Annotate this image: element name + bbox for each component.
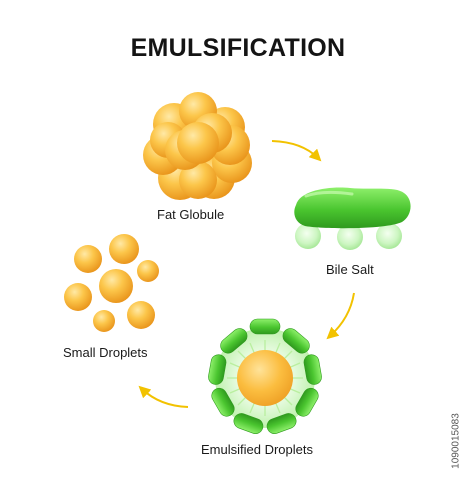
image-id-value: 1090015083 [450, 413, 462, 469]
bile-salt-label: Bile Salt [326, 262, 374, 277]
cycle-arrow-icon [326, 292, 355, 340]
cycle-arrow-icon [138, 385, 189, 408]
small-droplets-label: Small Droplets [63, 345, 148, 360]
emulsified-droplets-label: Emulsified Droplets [201, 442, 313, 457]
image-id-text: 1090015083 [449, 386, 463, 496]
small-droplets-icon [64, 234, 159, 332]
bile-salt-molecule-icon [294, 187, 411, 250]
fat-globule-label: Fat Globule [157, 207, 225, 222]
fat-globule-cluster-icon [143, 92, 252, 200]
page-title: EMULSIFICATION [130, 34, 346, 62]
cycle-arrow-icon [271, 140, 322, 162]
emulsified-droplet-icon [208, 318, 322, 434]
